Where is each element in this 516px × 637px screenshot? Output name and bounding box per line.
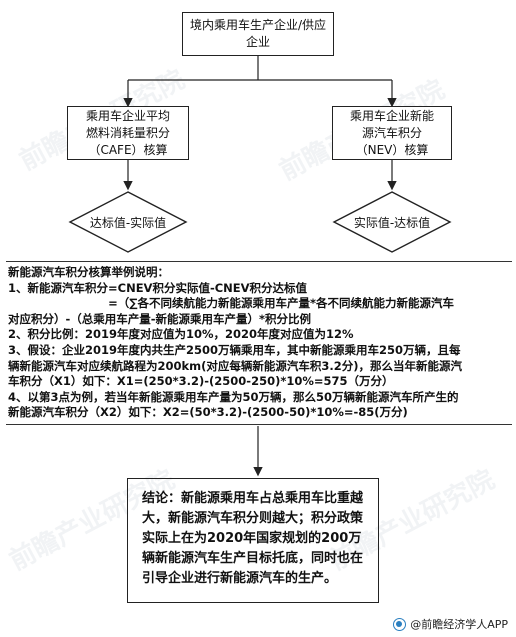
cafe-box-line1: 乘用车企业平均 bbox=[85, 108, 170, 123]
source-text: @前瞻经济学人APP bbox=[410, 618, 508, 631]
explanation-line: 4、以第3点为例，若当年新能源乘用车产量为50万辆，那么50万辆新能源汽车所产生… bbox=[8, 389, 459, 404]
explanation-line: 车积分（X1）如下：X1=(250*3.2)-(2500-250)*10%=57… bbox=[8, 374, 394, 389]
left-diamond-shape bbox=[68, 191, 188, 253]
explanation-line: 新能源汽车积分（X2）如下：X2=(50*3.2)-(2500-50)*10%=… bbox=[8, 405, 408, 420]
enterprise-box: 境内乘用车生产企业/供应 企业 bbox=[182, 12, 334, 56]
cafe-box-line3: （CAFE）核算 bbox=[88, 142, 168, 157]
right-diamond-shape bbox=[332, 191, 452, 253]
nev-box: 乘用车企业新能 源汽车积分 （NEV）核算 bbox=[332, 106, 452, 160]
nev-box-line3: （NEV）核算 bbox=[355, 142, 429, 157]
right-diamond-label: 实际值-达标值 bbox=[353, 216, 431, 230]
enterprise-box-line1: 境内乘用车生产企业/供应 bbox=[189, 18, 327, 32]
explanation-line: 2、积分比例：2019年度对应值为10%，2020年度对应值为12% bbox=[8, 327, 354, 342]
source-credit: @前瞻经济学人APP bbox=[393, 616, 508, 632]
enterprise-box-line2: 企业 bbox=[245, 35, 270, 49]
left-diamond-label: 达标值-实际值 bbox=[89, 216, 167, 230]
explanation-block: 新能源汽车积分核算举例说明： 1、新能源汽车积分=CNEV积分实际值-CNEV积… bbox=[6, 261, 512, 425]
brand-logo-icon bbox=[393, 617, 407, 631]
explanation-line: =（∑各不同续航能力新能源乘用车产量*各不同续航能力新能源汽车 bbox=[8, 296, 454, 311]
conclusion-box: 结论：新能源乘用车占总乘用车比重越大，新能源汽车积分则越大；积分政策实际上在为2… bbox=[127, 478, 379, 603]
explanation-line: 1、新能源汽车积分=CNEV积分实际值-CNEV积分达标值 bbox=[8, 280, 308, 295]
nev-box-line2: 源汽车积分 bbox=[361, 125, 422, 140]
cafe-box: 乘用车企业平均 燃料消耗量积分 （CAFE）核算 bbox=[67, 106, 189, 160]
explanation-title: 新能源汽车积分核算举例说明： bbox=[8, 265, 169, 279]
explanation-line: 3、假设：企业2019年度内共生产2500万辆乘用车，其中新能源乘用车250万辆… bbox=[8, 342, 461, 357]
explanation-line: 对应积分）-（总乘用车产量-新能源乘用车产量）*积分比例 bbox=[8, 311, 312, 326]
explanation-line: 辆新能源汽车对应续航路程为200km(对应每辆新能源汽车积3.2分)，那么当年新… bbox=[8, 358, 463, 373]
cafe-box-line2: 燃料消耗量积分 bbox=[85, 125, 170, 140]
nev-box-line1: 乘用车企业新能 bbox=[349, 108, 434, 123]
